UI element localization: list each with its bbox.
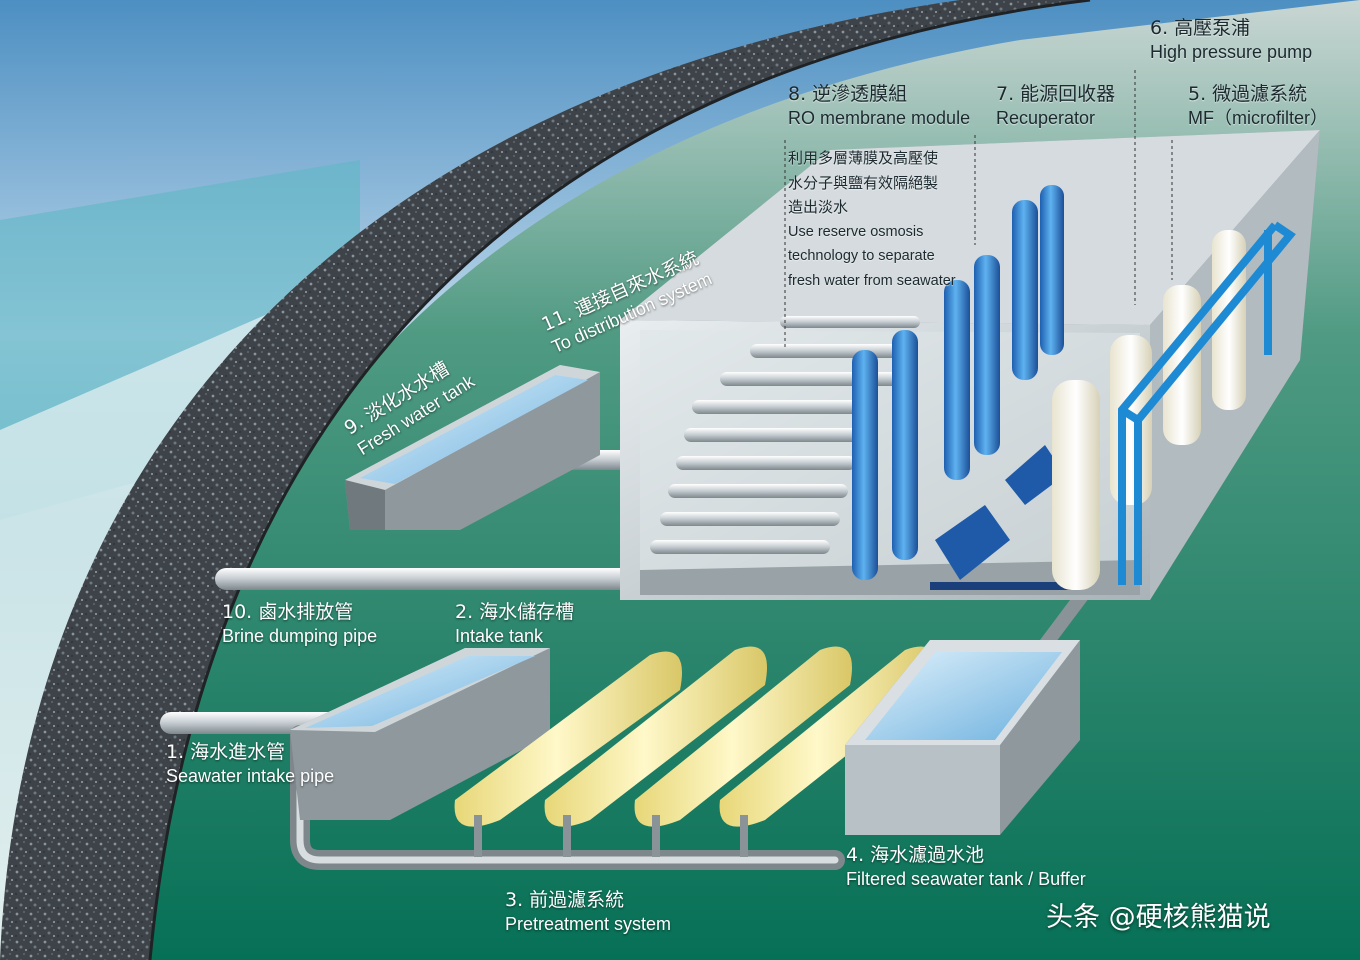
ro-membrane-stack xyxy=(650,316,920,554)
high-pressure-pumps xyxy=(930,445,1080,590)
intake-tank xyxy=(290,648,550,820)
pretreatment-header-highlight xyxy=(296,731,839,864)
pretreatment-filters xyxy=(454,646,937,857)
filtered-seawater-buffer-tank xyxy=(845,640,1080,835)
ro-description: 利用多層薄膜及高壓使 水分子與鹽有效隔絕製 造出淡水 Use reserve o… xyxy=(788,149,956,289)
fresh-water-tank xyxy=(345,365,600,530)
brine-dumping-pipe xyxy=(215,568,635,590)
watermark: 头条 @硬核熊猫说 xyxy=(1046,902,1271,933)
leader-lines xyxy=(784,70,1173,350)
ro-pressure-vessels xyxy=(852,185,1064,580)
mf-frame xyxy=(1118,221,1296,585)
arch-ring xyxy=(0,0,1090,960)
